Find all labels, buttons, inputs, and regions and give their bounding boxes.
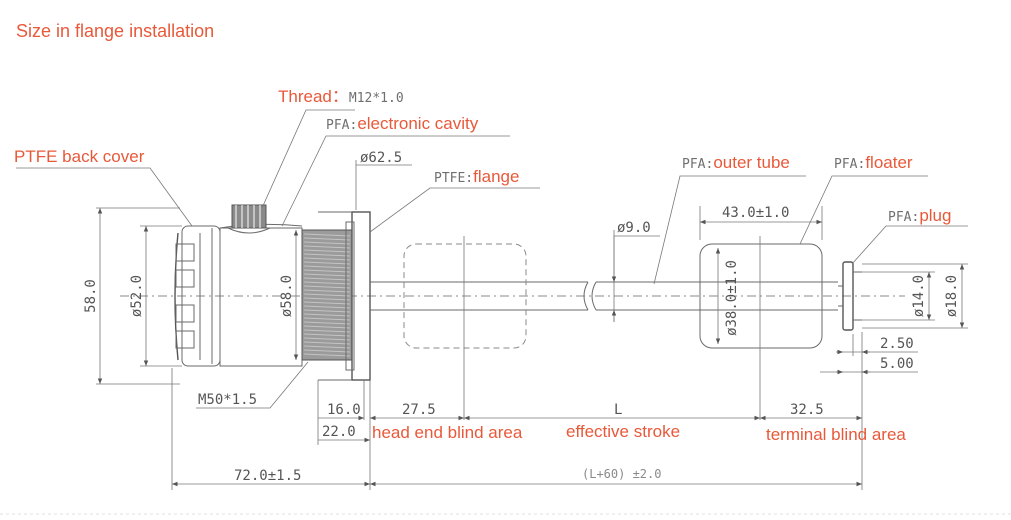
terminal-area-label: terminal blind area bbox=[766, 425, 906, 444]
len27-5-label: 27.5 bbox=[402, 402, 436, 418]
plug-callout: PFA:plug bbox=[888, 206, 951, 225]
lenL-label: L bbox=[614, 402, 622, 418]
flange-shape bbox=[318, 211, 371, 381]
floater-callout: PFA:floater bbox=[834, 153, 913, 172]
d2-50-label: 2.50 bbox=[880, 336, 914, 352]
plug-leader bbox=[851, 225, 968, 265]
thread-callout: Thread：M12*1.0 bbox=[278, 87, 404, 106]
lenL60-label: (L+60) ±2.0 bbox=[582, 467, 661, 481]
d9-label: ø9.0 bbox=[617, 220, 651, 236]
d52-label: ø52.0 bbox=[129, 275, 145, 317]
d38-label: ø38.0±1.0 bbox=[724, 260, 740, 336]
len22-label: 22.0 bbox=[322, 424, 356, 440]
outer-tube-shape bbox=[370, 281, 838, 311]
thread-m50-shape bbox=[301, 229, 353, 361]
d5-00-label: 5.00 bbox=[880, 356, 914, 372]
flange-callout: PTFE:flange bbox=[434, 167, 519, 186]
len32-5-label: 32.5 bbox=[790, 402, 824, 418]
m50-label: M50*1.5 bbox=[198, 392, 257, 408]
cavity-callout: PFA:electronic cavity bbox=[326, 114, 479, 133]
d58-label: ø58.0 bbox=[279, 275, 295, 317]
len72-label: 72.0±1.5 bbox=[234, 468, 301, 484]
flange-leader bbox=[369, 187, 540, 233]
plug-shape bbox=[838, 261, 862, 331]
tube-leader bbox=[653, 175, 806, 285]
d14-label: ø14.0 bbox=[911, 275, 927, 317]
floater-shape bbox=[699, 243, 823, 349]
m50-leader bbox=[196, 361, 309, 409]
floater-hidden-shape bbox=[403, 243, 527, 349]
page-title: Size in flange installation bbox=[16, 21, 215, 41]
effective-stroke-label: effective stroke bbox=[566, 422, 680, 441]
floater-leader bbox=[799, 175, 928, 245]
back-cover-shape bbox=[174, 225, 221, 367]
h58-label: 58.0 bbox=[83, 279, 99, 313]
thread-leader bbox=[261, 109, 355, 209]
tube-callout: PFA:outer tube bbox=[682, 153, 790, 172]
m12-connector-shape bbox=[227, 204, 271, 234]
head-end-area-label: head end blind area bbox=[372, 423, 523, 442]
len16-label: 16.0 bbox=[327, 402, 361, 418]
back-cover-leader bbox=[16, 167, 193, 227]
d18-label: ø18.0 bbox=[944, 275, 960, 317]
len43-label: 43.0±1.0 bbox=[722, 205, 789, 221]
d62-label: ø62.5 bbox=[360, 150, 402, 166]
cavity-leader bbox=[281, 135, 510, 227]
back-cover-callout: PTFE back cover bbox=[14, 147, 145, 166]
